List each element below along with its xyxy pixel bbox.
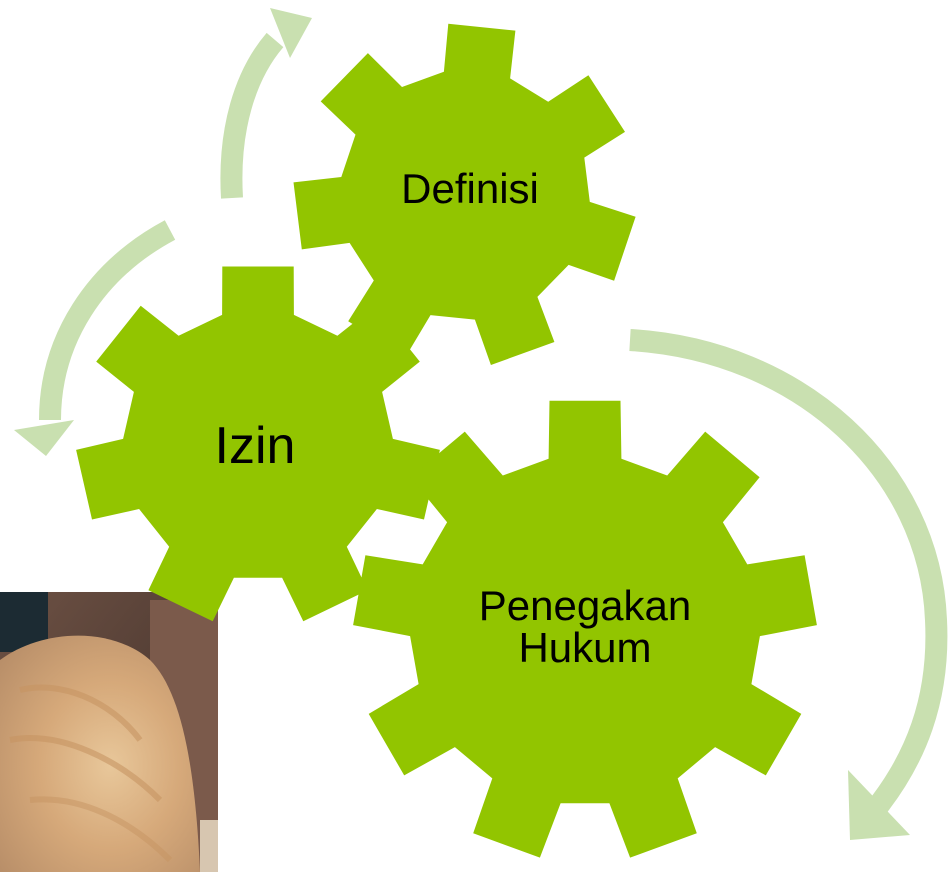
cycle-arrows — [14, 8, 948, 840]
gear-penegakan-hukum — [353, 400, 817, 858]
gear-label-definisi: Definisi — [401, 165, 539, 212]
gear-label-penegakan-hukum: Penegakan Hukum — [470, 585, 700, 669]
arrow-top-head — [270, 8, 312, 58]
gear-label-izin: Izin — [214, 417, 296, 475]
arrow-right-head — [848, 770, 910, 840]
arrow-left-head — [14, 420, 74, 456]
gear-label-line-2: Hukum — [518, 624, 652, 671]
arrow-left — [39, 220, 176, 421]
gear-definisi — [293, 23, 636, 366]
cat-photo — [0, 592, 218, 872]
gears-group — [76, 23, 817, 858]
arrow-top — [220, 32, 284, 199]
gear-izin — [76, 266, 440, 622]
arrow-right — [629, 329, 948, 817]
gear-label-line-1: Penegakan — [478, 582, 692, 629]
